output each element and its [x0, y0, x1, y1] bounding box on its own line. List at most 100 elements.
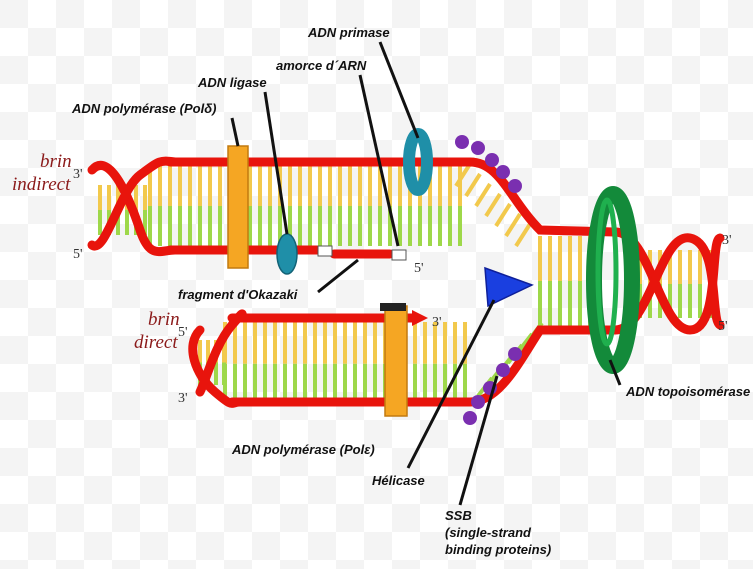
background-tile — [728, 280, 753, 308]
background-tile — [224, 504, 252, 532]
background-tile — [532, 252, 560, 280]
background-tile — [700, 420, 728, 448]
background-tile — [672, 168, 700, 196]
background-tile — [84, 252, 112, 280]
background-tile — [448, 280, 476, 308]
background-tile — [672, 56, 700, 84]
background-tile — [672, 504, 700, 532]
background-tile — [280, 112, 308, 140]
background-tile — [504, 560, 532, 569]
label-brin-direct-2: direct — [134, 332, 178, 353]
background-tile — [0, 112, 28, 140]
ssb-bead-icon — [463, 411, 477, 425]
background-tile — [196, 252, 224, 280]
background-tile — [616, 112, 644, 140]
background-tile — [392, 560, 420, 569]
background-tile — [0, 56, 28, 84]
label-brin-indirect-1: brin — [40, 151, 72, 172]
label-adn-polymerase-top: ADN polymérase (Polδ) — [71, 101, 216, 116]
background-tile — [560, 392, 588, 420]
end-lower-arrow-3: 3' — [432, 315, 442, 330]
rna-primer-1 — [318, 246, 332, 256]
background-tile — [420, 196, 448, 224]
background-tile — [336, 112, 364, 140]
background-tile — [252, 196, 280, 224]
background-tile — [560, 280, 588, 308]
background-tile — [672, 560, 700, 569]
label-brin-direct-1: brin — [148, 309, 180, 330]
background-tile — [140, 532, 168, 560]
background-tile — [504, 56, 532, 84]
background-tile — [616, 56, 644, 84]
background-tile — [504, 448, 532, 476]
background-tile — [644, 532, 672, 560]
background-tile — [0, 224, 28, 252]
polymerase-cap — [380, 303, 406, 311]
background-tile — [392, 504, 420, 532]
background-tile — [252, 252, 280, 280]
background-tile — [28, 252, 56, 280]
ssb-bead-icon — [496, 165, 510, 179]
background-tile — [588, 476, 616, 504]
background-tile — [448, 560, 476, 569]
background-tile — [0, 392, 28, 420]
background-tile — [672, 0, 700, 28]
background-tile — [616, 448, 644, 476]
background-tile — [224, 336, 252, 364]
background-tile — [252, 28, 280, 56]
background-tile — [224, 0, 252, 28]
label-amorce-arn: amorce d´ARN — [276, 58, 367, 73]
ssb-bead-icon — [508, 347, 522, 361]
background-tile — [56, 0, 84, 28]
background-tile — [84, 532, 112, 560]
background-tile — [112, 448, 140, 476]
ssb-bead-icon — [471, 141, 485, 155]
background-tile — [588, 28, 616, 56]
background-tile — [280, 0, 308, 28]
background-tile — [644, 196, 672, 224]
background-tile — [196, 532, 224, 560]
background-tile — [644, 420, 672, 448]
label-ssb-3: binding proteins) — [445, 542, 551, 557]
background-tile — [448, 56, 476, 84]
label-adn-polymerase-bottom: ADN polymérase (Polε) — [231, 442, 375, 457]
end-upper-mid-5: 5' — [414, 261, 424, 276]
background-tile — [616, 504, 644, 532]
background-tile — [560, 112, 588, 140]
end-upper-left-3: 3' — [73, 167, 83, 182]
background-tile — [672, 336, 700, 364]
background-tile — [560, 0, 588, 28]
background-tile — [560, 168, 588, 196]
background-tile — [728, 224, 753, 252]
end-right-3: 3' — [722, 233, 732, 248]
background-tile — [56, 280, 84, 308]
background-tile — [616, 560, 644, 569]
background-tile — [336, 504, 364, 532]
background-tile — [56, 504, 84, 532]
background-tile — [336, 336, 364, 364]
end-right-5: 5' — [718, 319, 728, 334]
background-tile — [420, 28, 448, 56]
background-tile — [700, 84, 728, 112]
polymerase-block-icon — [385, 306, 407, 416]
background-tile — [532, 476, 560, 504]
background-tile — [84, 364, 112, 392]
background-tile — [728, 504, 753, 532]
background-tile — [504, 392, 532, 420]
background-tile — [644, 476, 672, 504]
background-tile — [728, 168, 753, 196]
background-tile — [28, 84, 56, 112]
ligase-oval-icon — [277, 234, 297, 274]
background-tile — [588, 140, 616, 168]
background-tile — [84, 476, 112, 504]
background-tile — [56, 392, 84, 420]
background-tile — [196, 420, 224, 448]
background-tile — [532, 28, 560, 56]
end-lower-left-3: 3' — [178, 391, 188, 406]
background-tile — [336, 0, 364, 28]
background-tile — [700, 476, 728, 504]
background-tile — [56, 336, 84, 364]
background-tile — [700, 28, 728, 56]
background-tile — [420, 84, 448, 112]
